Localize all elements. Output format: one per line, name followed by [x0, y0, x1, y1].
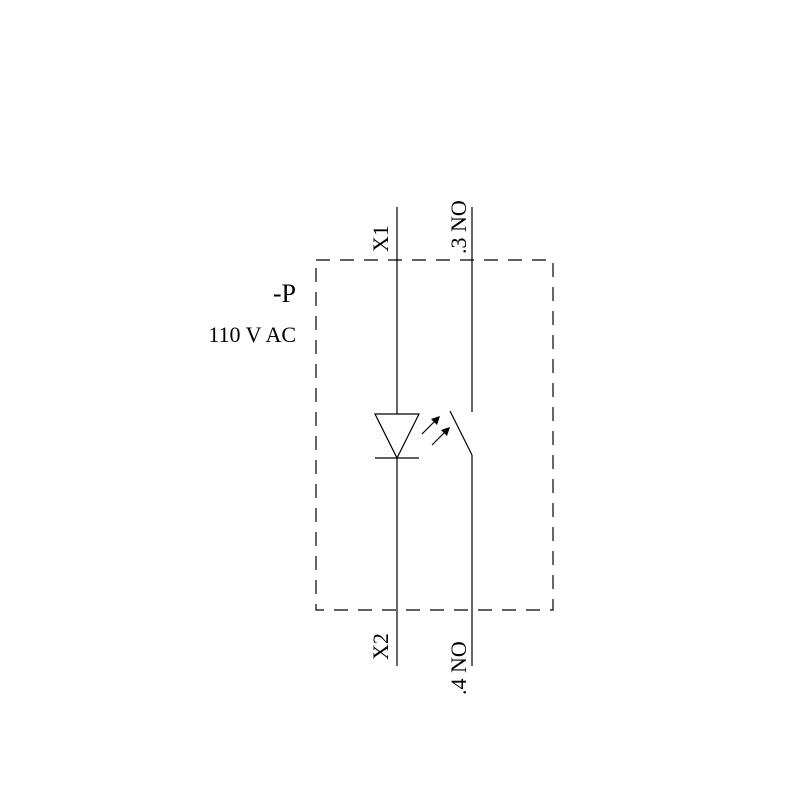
light-emission-arrows-icon: [421, 416, 450, 446]
terminal-label-contact-bottom: .4 NO: [446, 641, 471, 695]
terminal-label-x2: X2: [368, 633, 393, 660]
terminal-label-x1: X1: [368, 225, 393, 252]
device-rating: 110 V AC: [208, 322, 296, 347]
device-boundary: [315, 259, 554, 611]
indicator-lamp-icon: [374, 413, 420, 460]
terminal-label-contact-top: .3 NO: [446, 200, 471, 254]
no-contact-blade-icon: [449, 410, 473, 456]
device-designation: -P: [273, 279, 296, 308]
